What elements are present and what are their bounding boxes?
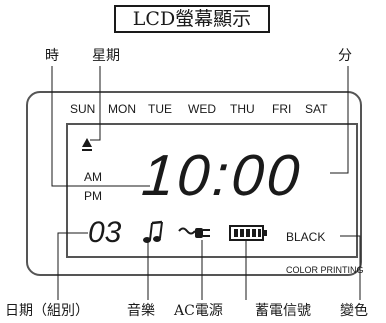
callout-hour: 時	[45, 48, 59, 64]
battery-icon	[229, 225, 267, 241]
am-indicator: AM	[84, 170, 102, 184]
weekday-sat: SAT	[305, 102, 328, 116]
color-mode-label: BLACK	[286, 230, 326, 244]
callout-date-group: 日期（組別）	[5, 303, 89, 319]
callout-music: 音樂	[127, 303, 155, 319]
callout-minute: 分	[338, 48, 352, 64]
day-number-display: 03	[88, 216, 122, 249]
lcd-screen	[66, 123, 358, 258]
weekday-fri: FRI	[272, 102, 292, 116]
weekday-mon: MON	[108, 102, 136, 116]
callout-ac-power: AC電源	[174, 303, 223, 319]
pm-indicator: PM	[84, 189, 102, 203]
callout-weekday: 星期	[92, 48, 120, 64]
weekday-thu: THU	[230, 102, 255, 116]
callout-color-change: 變色	[340, 303, 368, 319]
music-note-icon	[143, 220, 163, 243]
diagram-title: LCD螢幕顯示	[114, 5, 270, 33]
weekday-sun: SUN	[70, 102, 96, 116]
lcd-device-frame	[26, 91, 362, 276]
triangle-up-icon	[82, 138, 92, 151]
color-printing-label: COLOR PRINTING	[286, 265, 364, 275]
weekday-wed: WED	[188, 102, 216, 116]
callout-battery-signal: 蓄電信號	[255, 303, 311, 319]
leader-lines	[51, 66, 361, 300]
weekday-tue: TUE	[148, 102, 172, 116]
ac-plug-icon	[178, 227, 210, 238]
